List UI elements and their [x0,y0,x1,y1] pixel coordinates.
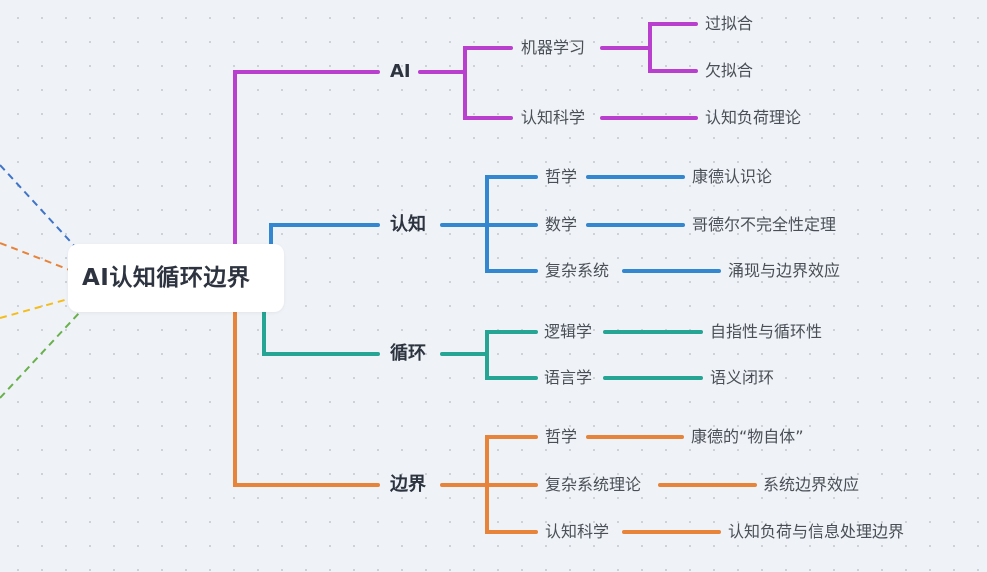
node-kant-epistemology[interactable]: 康德认识论 [692,167,773,186]
node-cognitive-load-info-boundary[interactable]: 认知负荷与信息处理边界 [728,522,905,541]
node-boundary[interactable]: 边界 [390,474,426,495]
node-logic[interactable]: 逻辑学 [544,322,593,341]
root-node[interactable]: AI认知循环边界 [68,244,284,312]
node-boundary-philosophy[interactable]: 哲学 [545,427,578,446]
node-complex-systems-theory[interactable]: 复杂系统理论 [545,475,642,494]
node-self-reference[interactable]: 自指性与循环性 [710,322,823,341]
node-mathematics[interactable]: 数学 [545,215,578,234]
node-semantic-closure[interactable]: 语义闭环 [710,368,775,387]
node-linguistics[interactable]: 语言学 [544,368,593,387]
node-cognition[interactable]: 认知 [390,214,426,235]
node-cognitive-load-theory[interactable]: 认知负荷理论 [705,108,802,127]
node-overfitting[interactable]: 过拟合 [705,14,754,33]
node-complex-systems[interactable]: 复杂系统 [545,261,610,280]
node-godel-incompleteness[interactable]: 哥德尔不完全性定理 [692,215,837,234]
branch-lines-ai [233,22,698,246]
dashed-connector-green [0,311,81,399]
node-machine-learning[interactable]: 机器学习 [521,38,586,57]
branch-lines-boundary [233,310,757,534]
branch-lines-loop [262,310,703,380]
dashed-connector-blue [0,164,81,253]
node-underfitting[interactable]: 欠拟合 [705,61,754,80]
branch-lines-cognition [269,175,721,273]
node-cognitive-science[interactable]: 认知科学 [521,108,586,127]
root-label: AI认知循环边界 [82,264,251,291]
node-thing-in-itself[interactable]: 康德的“物自体” [691,427,804,446]
node-philosophy[interactable]: 哲学 [545,167,578,186]
dashed-connector-yellow [0,297,73,319]
node-loop[interactable]: 循环 [390,343,426,364]
node-boundary-cognitive-science[interactable]: 认知科学 [545,522,610,541]
node-emergence-boundary[interactable]: 涌现与边界效应 [728,261,841,280]
node-ai[interactable]: AI [390,61,411,82]
node-system-boundary-effect[interactable]: 系统边界效应 [763,475,860,494]
dashed-connector-orange [0,242,81,275]
